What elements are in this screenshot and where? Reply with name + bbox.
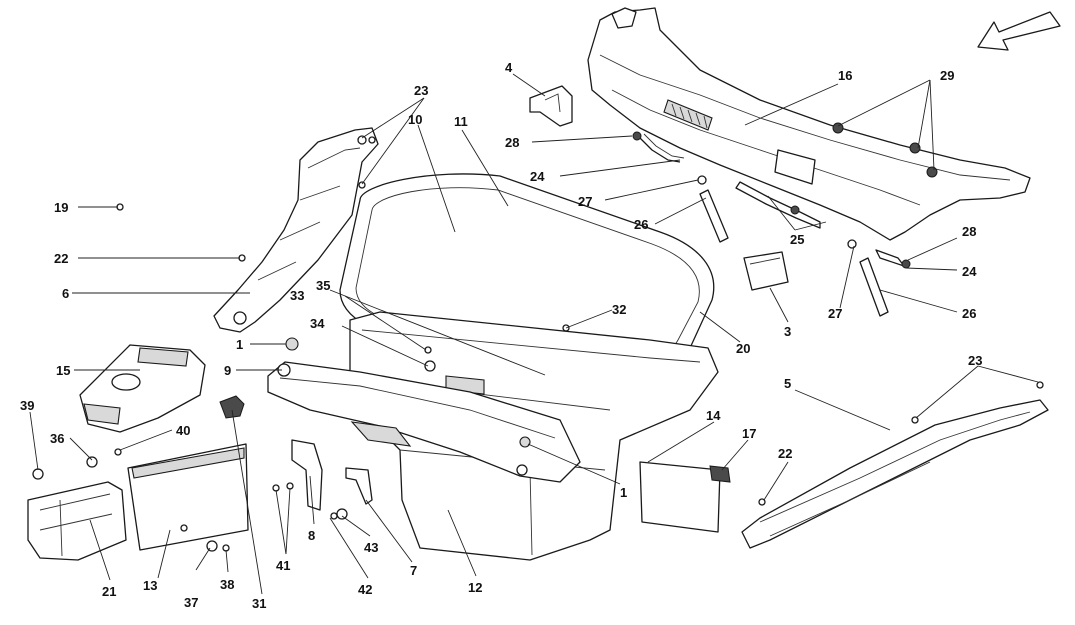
callout-27b: 27 [828,306,842,321]
callout-34: 34 [310,316,325,331]
callout-22b: 22 [778,446,792,461]
part-5-right-trim [741,399,1049,549]
callout-23b: 23 [968,353,982,368]
callout-17: 17 [742,426,756,441]
callout-42: 42 [358,582,372,597]
callout-9: 9 [224,363,231,378]
callout-37: 37 [184,595,198,610]
callout-14: 14 [706,408,721,423]
callout-28a: 28 [505,135,519,150]
callout-35: 35 [316,278,330,293]
callout-41: 41 [276,558,290,573]
callout-23a: 23 [414,83,428,98]
callout-labels: 4 28 24 27 26 16 29 25 28 24 27 26 3 20 … [20,60,982,611]
callout-40: 40 [176,423,190,438]
callout-3: 3 [784,324,791,339]
callout-15: 15 [56,363,70,378]
part-13-plate [127,443,249,551]
callout-32: 32 [612,302,626,317]
callout-39: 39 [20,398,34,413]
part-4-bracket [529,85,573,127]
part-7-bracket [345,467,373,505]
fasteners [32,136,1044,552]
callout-19: 19 [54,200,68,215]
callout-7: 7 [410,563,417,578]
part-3-cover [743,251,789,291]
callout-13: 13 [143,578,157,593]
callout-33: 33 [290,288,304,303]
callout-10: 10 [408,112,422,127]
part-15-front-lid [79,344,206,433]
callout-25: 25 [790,232,804,247]
callout-8: 8 [308,528,315,543]
callout-1b: 1 [620,485,627,500]
part-17-switch [709,465,731,483]
callout-24b: 24 [962,264,977,279]
part-14-plate [639,461,721,533]
part-8-bracket [291,439,323,511]
callout-16: 16 [838,68,852,83]
callout-21: 21 [102,584,116,599]
callout-4: 4 [505,60,513,75]
callout-31: 31 [252,596,266,611]
callout-1a: 1 [236,337,243,352]
part-16-cowl-panel [587,7,1031,241]
part-31-clip [219,395,245,419]
part-6-left-trim [213,127,379,333]
washer-hoses [632,131,911,317]
part-21-bracket-frame [27,481,127,561]
callout-26a: 26 [634,217,648,232]
callout-11: 11 [454,114,468,129]
callout-26b: 26 [962,306,976,321]
arrow-down-left-icon [977,11,1061,51]
callout-43: 43 [364,540,378,555]
callout-27a: 27 [578,194,592,209]
callout-6: 6 [62,286,69,301]
callout-28b: 28 [962,224,976,239]
callout-20: 20 [736,341,750,356]
callout-22a: 22 [54,251,68,266]
callout-24a: 24 [530,169,545,184]
callout-29: 29 [940,68,954,83]
callout-38: 38 [220,577,234,592]
part-9-front-beam [267,361,581,483]
callout-36: 36 [50,431,64,446]
leader-lines [29,73,1039,595]
callout-5: 5 [784,376,791,391]
callout-12: 12 [468,580,482,595]
